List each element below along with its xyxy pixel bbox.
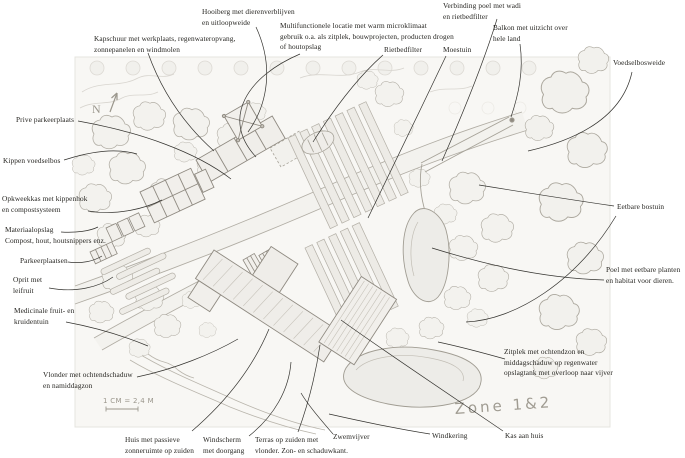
perforation-holes	[89, 60, 537, 115]
leader-rietbedfilter	[312, 54, 384, 143]
leader-moestuin	[367, 55, 447, 219]
svg-text:N: N	[92, 102, 101, 116]
leader-vlonder	[136, 338, 239, 378]
balkon-platform	[509, 117, 515, 123]
label-windscherm: Windscherm met doorgang	[203, 435, 245, 455]
north-arrow: N	[92, 92, 118, 116]
leader-lines	[48, 18, 633, 437]
label-moestuin: Moestuin	[443, 45, 472, 54]
leader-windscherm	[248, 361, 292, 437]
label-prive-parkeerplaats: Prive parkeerplaats	[16, 115, 75, 124]
scale-bar: 1 CM = 2,4 M	[103, 397, 154, 412]
terrain-contours	[79, 67, 473, 109]
label-zitplek: Zitplek met ochtendzon en middagschaduw …	[504, 347, 613, 378]
leader-poel	[431, 247, 605, 281]
leader-verbinding-poel	[441, 18, 498, 162]
label-voedselbosweide: Voedselbosweide	[613, 58, 666, 67]
leader-windkering	[328, 413, 431, 435]
label-hooiberg: Hooiberg met dierenverblijven en uitloop…	[202, 7, 295, 27]
house-building	[187, 245, 398, 366]
svg-text:1 CM = 2,4 M: 1 CM = 2,4 M	[103, 397, 154, 405]
label-eetbare-bostuin: Eetbare bostuin	[617, 202, 665, 211]
stream	[129, 351, 326, 435]
leader-balkon	[510, 43, 522, 118]
label-materiaalopslag: Materiaalopslag Compost, hout, houtsnipp…	[5, 225, 106, 245]
label-terras: Terras op zuiden met vlonder. Zon- en sc…	[255, 435, 349, 455]
label-zwemvijver: Zwemvijver	[333, 432, 370, 441]
label-medicinale-tuin: Medicinale fruit- en kruidentuin	[14, 306, 75, 326]
leader-eetbare-bostuin-1	[478, 184, 615, 207]
label-oprit: Oprit met leifruit	[13, 275, 43, 295]
leader-kapschuur	[147, 52, 215, 152]
label-rietbedfilter: Rietbedfilter	[384, 45, 423, 54]
label-poel: Poel met eetbare planten en habitat voor…	[606, 265, 681, 285]
label-vlonder: Vlonder met ochtendschaduw en namiddagzo…	[43, 370, 133, 390]
leader-multifunctionele-locatie	[239, 53, 301, 158]
rietbedfilter-area	[301, 130, 335, 155]
label-kippen-voedselbos: Kippen voedselbos	[3, 156, 61, 165]
leader-zwemvijver	[300, 392, 334, 435]
leader-materiaalopslag	[60, 226, 99, 233]
leader-kas-aan-huis	[340, 319, 504, 432]
label-opkweekkas: Opkweekkas met kippenhok en compostsyste…	[2, 194, 88, 214]
label-kapschuur: Kapschuur met werkplaats, regenwateropva…	[94, 34, 236, 54]
leader-kippen-voedselbos	[63, 150, 138, 161]
leader-parkeerplaatsen	[67, 255, 103, 263]
materiaalopslag-bays	[105, 212, 146, 243]
leader-zitplek	[437, 341, 506, 360]
label-parkeerplaatsen: Parkeerplaatsen	[20, 256, 68, 265]
kas-aan-huis-greenhouse	[318, 275, 398, 366]
poel-pond	[402, 208, 450, 302]
moestuin-beds-north	[287, 101, 409, 230]
leader-prive-parkeerplaats	[77, 120, 232, 180]
leader-medicinale-tuin	[65, 321, 149, 347]
label-huis: Huis met passieve zonneruimte op zuiden	[125, 435, 194, 455]
zwemvijver-pond	[343, 346, 482, 408]
leader-hooiberg	[247, 26, 267, 133]
leader-huis	[191, 328, 270, 432]
label-multifunctionele-locatie: Multifunctionele locatie met warm microk…	[280, 21, 454, 52]
hooiberg-building	[221, 99, 265, 143]
label-windkering: Windkering	[432, 431, 468, 440]
zonneruimte-annex	[187, 280, 222, 313]
leader-voedselbosweide	[527, 71, 633, 152]
label-verbinding-poel: Verbinding poel met wadi en rietbedfilte…	[443, 1, 521, 21]
medicinale-strips	[100, 247, 176, 315]
opkweekkas-building	[139, 167, 215, 224]
leader-eetbare-bostuin-2	[465, 215, 617, 323]
leader-oprit	[48, 276, 114, 291]
leader-terras	[297, 344, 321, 433]
label-balkon: Balkon met uitzicht over hele land	[493, 23, 568, 43]
parkeerplaatsen-west	[89, 241, 118, 265]
leader-opkweekkas	[87, 199, 163, 213]
label-kas-aan-huis: Kas aan huis	[505, 431, 544, 440]
house-wing	[251, 245, 299, 294]
